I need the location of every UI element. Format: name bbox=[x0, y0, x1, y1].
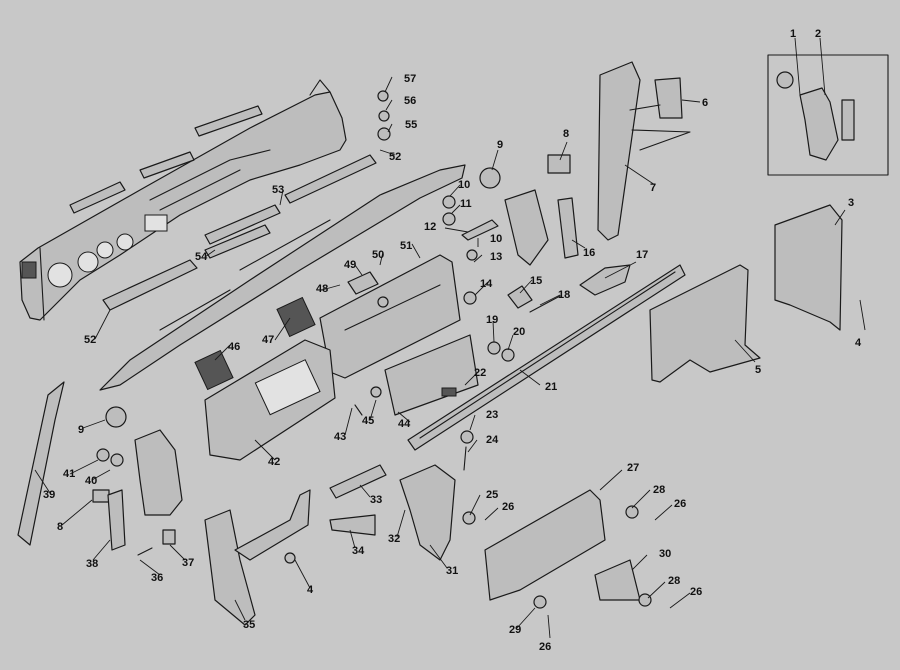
callout-c52b: 52 bbox=[389, 151, 401, 163]
lower-panel bbox=[384, 334, 479, 416]
callout-c17: 17 bbox=[636, 249, 648, 261]
callout-c1: 1 bbox=[790, 28, 796, 40]
callout-c8b: 8 bbox=[57, 521, 63, 533]
callout-c4b: 4 bbox=[307, 584, 314, 596]
callout-c26d: 26 bbox=[539, 641, 551, 653]
callout-c51: 51 bbox=[400, 240, 412, 252]
callout-c26c: 26 bbox=[690, 586, 702, 598]
callout-c6: 6 bbox=[702, 97, 708, 109]
callout-c9b: 9 bbox=[78, 424, 84, 436]
callout-c19: 19 bbox=[486, 314, 498, 326]
callout-c26a: 26 bbox=[502, 501, 514, 513]
callout-c2: 2 bbox=[815, 28, 821, 40]
callout-c44: 44 bbox=[398, 418, 411, 430]
callout-c35: 35 bbox=[243, 619, 255, 631]
callout-c37: 37 bbox=[182, 557, 194, 569]
callout-c12: 12 bbox=[424, 221, 436, 233]
callout-c55: 55 bbox=[405, 119, 417, 131]
leader-lines bbox=[34, 37, 866, 639]
trim-strip bbox=[407, 264, 686, 451]
cluster-housing bbox=[194, 296, 336, 461]
callout-c31: 31 bbox=[446, 565, 458, 577]
callout-c30: 30 bbox=[659, 548, 671, 560]
callout-c25: 25 bbox=[486, 489, 498, 501]
callout-c27: 27 bbox=[627, 462, 639, 474]
callout-c22: 22 bbox=[474, 367, 486, 379]
left-lower-parts bbox=[17, 381, 183, 556]
callout-c48: 48 bbox=[316, 283, 328, 295]
callout-c4a: 4 bbox=[855, 337, 862, 349]
callout-c47: 47 bbox=[262, 334, 274, 346]
callout-c52a: 52 bbox=[84, 334, 96, 346]
callout-c11: 11 bbox=[460, 198, 472, 210]
callout-c16: 16 bbox=[583, 247, 595, 259]
callout-c28a: 28 bbox=[653, 484, 665, 496]
callout-c10b: 10 bbox=[490, 233, 502, 245]
callout-c38: 38 bbox=[86, 558, 98, 570]
callout-c9a: 9 bbox=[497, 139, 503, 151]
callout-c33: 33 bbox=[370, 494, 382, 506]
callout-c15: 15 bbox=[530, 275, 542, 287]
callout-c50: 50 bbox=[372, 249, 384, 261]
callout-c14: 14 bbox=[480, 278, 493, 290]
vent-parts bbox=[102, 154, 377, 311]
dashboard-body bbox=[19, 79, 347, 321]
callout-c5: 5 bbox=[755, 364, 761, 376]
callout-c20: 20 bbox=[513, 326, 525, 338]
callout-c41: 41 bbox=[63, 468, 75, 480]
callout-c39: 39 bbox=[43, 489, 55, 501]
callout-c34: 34 bbox=[352, 545, 365, 557]
callout-c42: 42 bbox=[268, 456, 280, 468]
callout-c23: 23 bbox=[486, 409, 498, 421]
callout-c8a: 8 bbox=[563, 128, 569, 140]
callout-c57: 57 bbox=[404, 73, 416, 85]
callout-c18: 18 bbox=[558, 289, 570, 301]
callout-c56: 56 bbox=[404, 95, 416, 107]
dash-top-cover bbox=[99, 164, 466, 391]
inset-detail bbox=[767, 54, 889, 176]
callout-c46: 46 bbox=[228, 341, 240, 353]
callout-c28b: 28 bbox=[668, 575, 680, 587]
callout-c54: 54 bbox=[195, 251, 208, 263]
callout-c7: 7 bbox=[650, 182, 656, 194]
callout-c32: 32 bbox=[388, 533, 400, 545]
callout-c3: 3 bbox=[848, 197, 854, 209]
callout-c53: 53 bbox=[272, 184, 284, 196]
right-side-parts bbox=[557, 61, 843, 383]
callout-c26b: 26 bbox=[674, 498, 686, 510]
callout-c36: 36 bbox=[151, 572, 163, 584]
callout-c13: 13 bbox=[490, 251, 502, 263]
callout-c40: 40 bbox=[85, 475, 97, 487]
callout-c10a: 10 bbox=[458, 179, 470, 191]
callout-c49: 49 bbox=[344, 259, 356, 271]
bottom-parts bbox=[204, 386, 652, 626]
callout-c45: 45 bbox=[362, 415, 374, 427]
upper-small-parts bbox=[347, 90, 391, 308]
callout-c29: 29 bbox=[509, 624, 521, 636]
callout-c21: 21 bbox=[545, 381, 557, 393]
callout-c24: 24 bbox=[486, 434, 499, 446]
center-fasteners bbox=[442, 154, 571, 471]
callout-c43: 43 bbox=[334, 431, 346, 443]
